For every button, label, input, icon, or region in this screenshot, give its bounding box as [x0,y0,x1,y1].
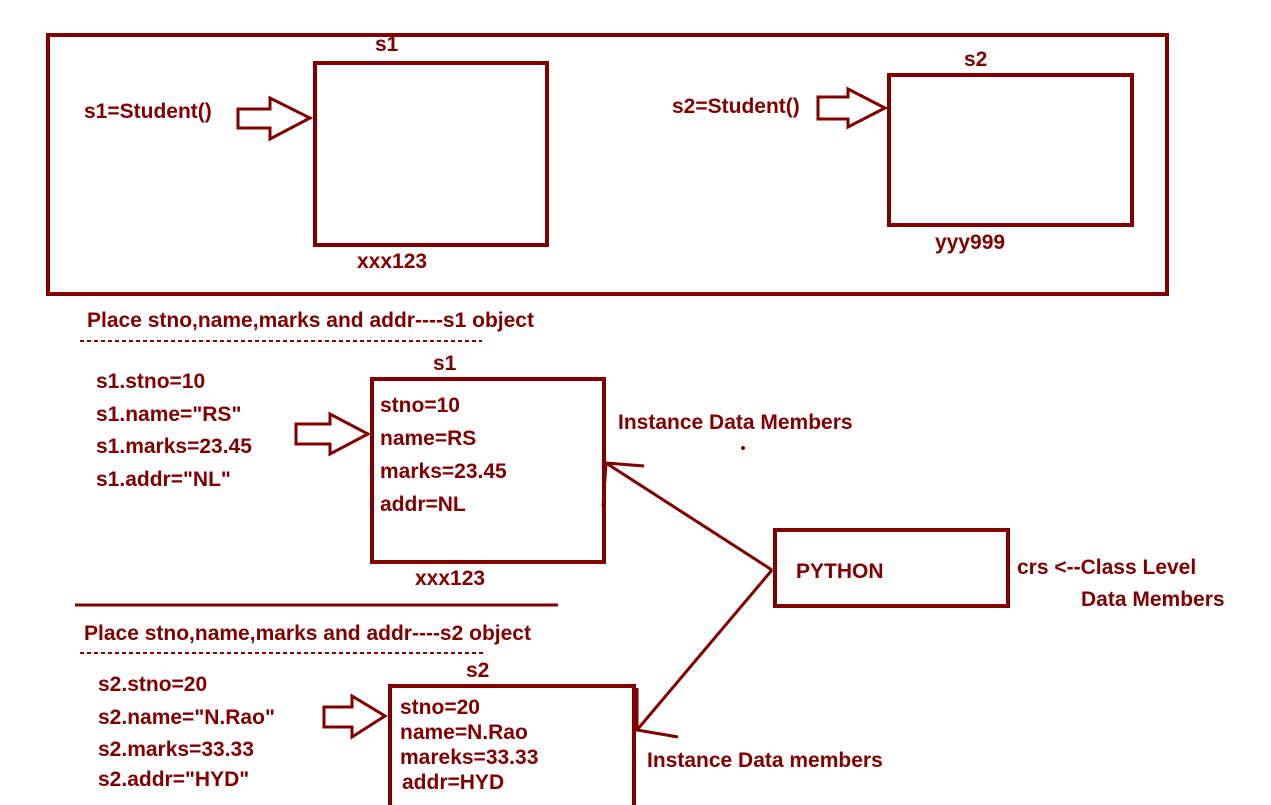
s1-create-arrow-icon [236,95,314,142]
s1-instance-note: Instance Data Members [618,411,853,434]
s1-field-stno: stno=10 [380,394,460,417]
s1-assign-name: s1.name="RS" [96,403,241,426]
class-level-note-line2: Data Members [1081,588,1225,611]
s2-field-stno: stno=20 [400,696,480,719]
s1-field-addr: addr=NL [380,493,466,516]
s2-create-arrow-icon [816,86,889,130]
class-to-s1-pointer [605,461,773,572]
section2-heading: Place stno,name,marks and addr----s2 obj… [84,622,531,645]
s2-detail-box [388,684,636,805]
class-level-box-text: PYTHON [796,560,884,583]
section1-heading: Place stno,name,marks and addr----s1 obj… [87,309,534,332]
s2-address-label: yyy999 [935,231,1005,254]
s1-assign-addr: s1.addr="NL" [96,468,231,491]
s1-object-box [313,61,549,247]
s2-field-addr: addr=HYD [402,771,504,794]
s2-detail-label: s2 [466,659,489,682]
s2-assign-stno: s2.stno=20 [98,673,207,696]
s2-create-statement: s2=Student() [672,95,800,118]
s1-assign-stno: s1.stno=10 [96,370,205,393]
class-to-s1-arrowhead-icon [601,461,645,508]
s2-assign-marks: s2.marks=33.33 [98,738,254,761]
s1-field-name: name=RS [380,427,476,450]
s2-field-name: name=N.Rao [400,721,528,744]
s2-assign-name: s2.name="N.Rao" [98,706,275,729]
s2-field-marks: mareks=33.33 [400,746,538,769]
s1-assign-marks: s1.marks=23.45 [96,435,252,458]
s2-box-label: s2 [964,48,987,71]
creation-frame [46,33,1169,296]
s1-box-label: s1 [375,33,399,56]
s1-field-marks: marks=23.45 [380,460,507,483]
stray-dot [741,446,745,450]
s1-assign-arrow-icon [294,411,372,457]
class-to-s2-pointer [635,569,774,731]
s2-object-box [887,73,1134,227]
class-level-note-line1: crs <--Class Level [1017,556,1196,579]
s1-address-label: xxx123 [357,250,427,273]
s1-detail-label: s1 [433,352,457,375]
class-to-s2-arrowhead-icon [635,688,679,739]
s1-create-statement: s1=Student() [84,100,212,123]
s1-detail-address: xxx123 [415,567,485,590]
class-level-box [773,528,1010,608]
s2-assign-arrow-icon [322,693,388,740]
s2-instance-note: Instance Data members [647,749,883,772]
s2-assign-addr: s2.addr="HYD" [98,768,249,791]
